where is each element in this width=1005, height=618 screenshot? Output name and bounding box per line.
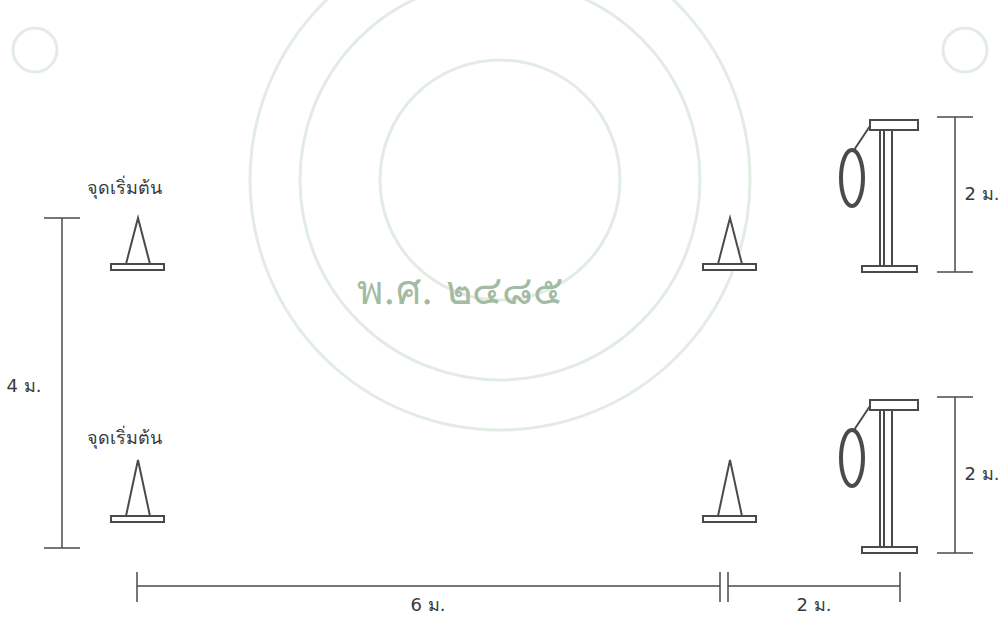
watermark-text: พ.ศ. ๒๔๘๕ (357, 266, 563, 314)
start-label: จุดเริ่มต้น (87, 177, 162, 199)
hoop-stand (841, 400, 918, 553)
hoop-stand (841, 120, 918, 272)
dimension-label: 2 ม. (965, 463, 1000, 485)
dimension-line (137, 572, 900, 602)
start-label: จุดเริ่มต้น (87, 427, 162, 449)
cone (111, 460, 164, 522)
dimension-label: 2 ม. (797, 594, 832, 616)
dimension-label: 6 ม. (411, 594, 446, 616)
dimension-label: 2 ม. (965, 183, 1000, 205)
cone (703, 218, 756, 270)
cone (111, 218, 164, 270)
dimension-line (44, 218, 80, 548)
cone (703, 460, 756, 522)
dimension-label: 4 ม. (7, 375, 42, 397)
watermark-seal (13, 0, 987, 430)
